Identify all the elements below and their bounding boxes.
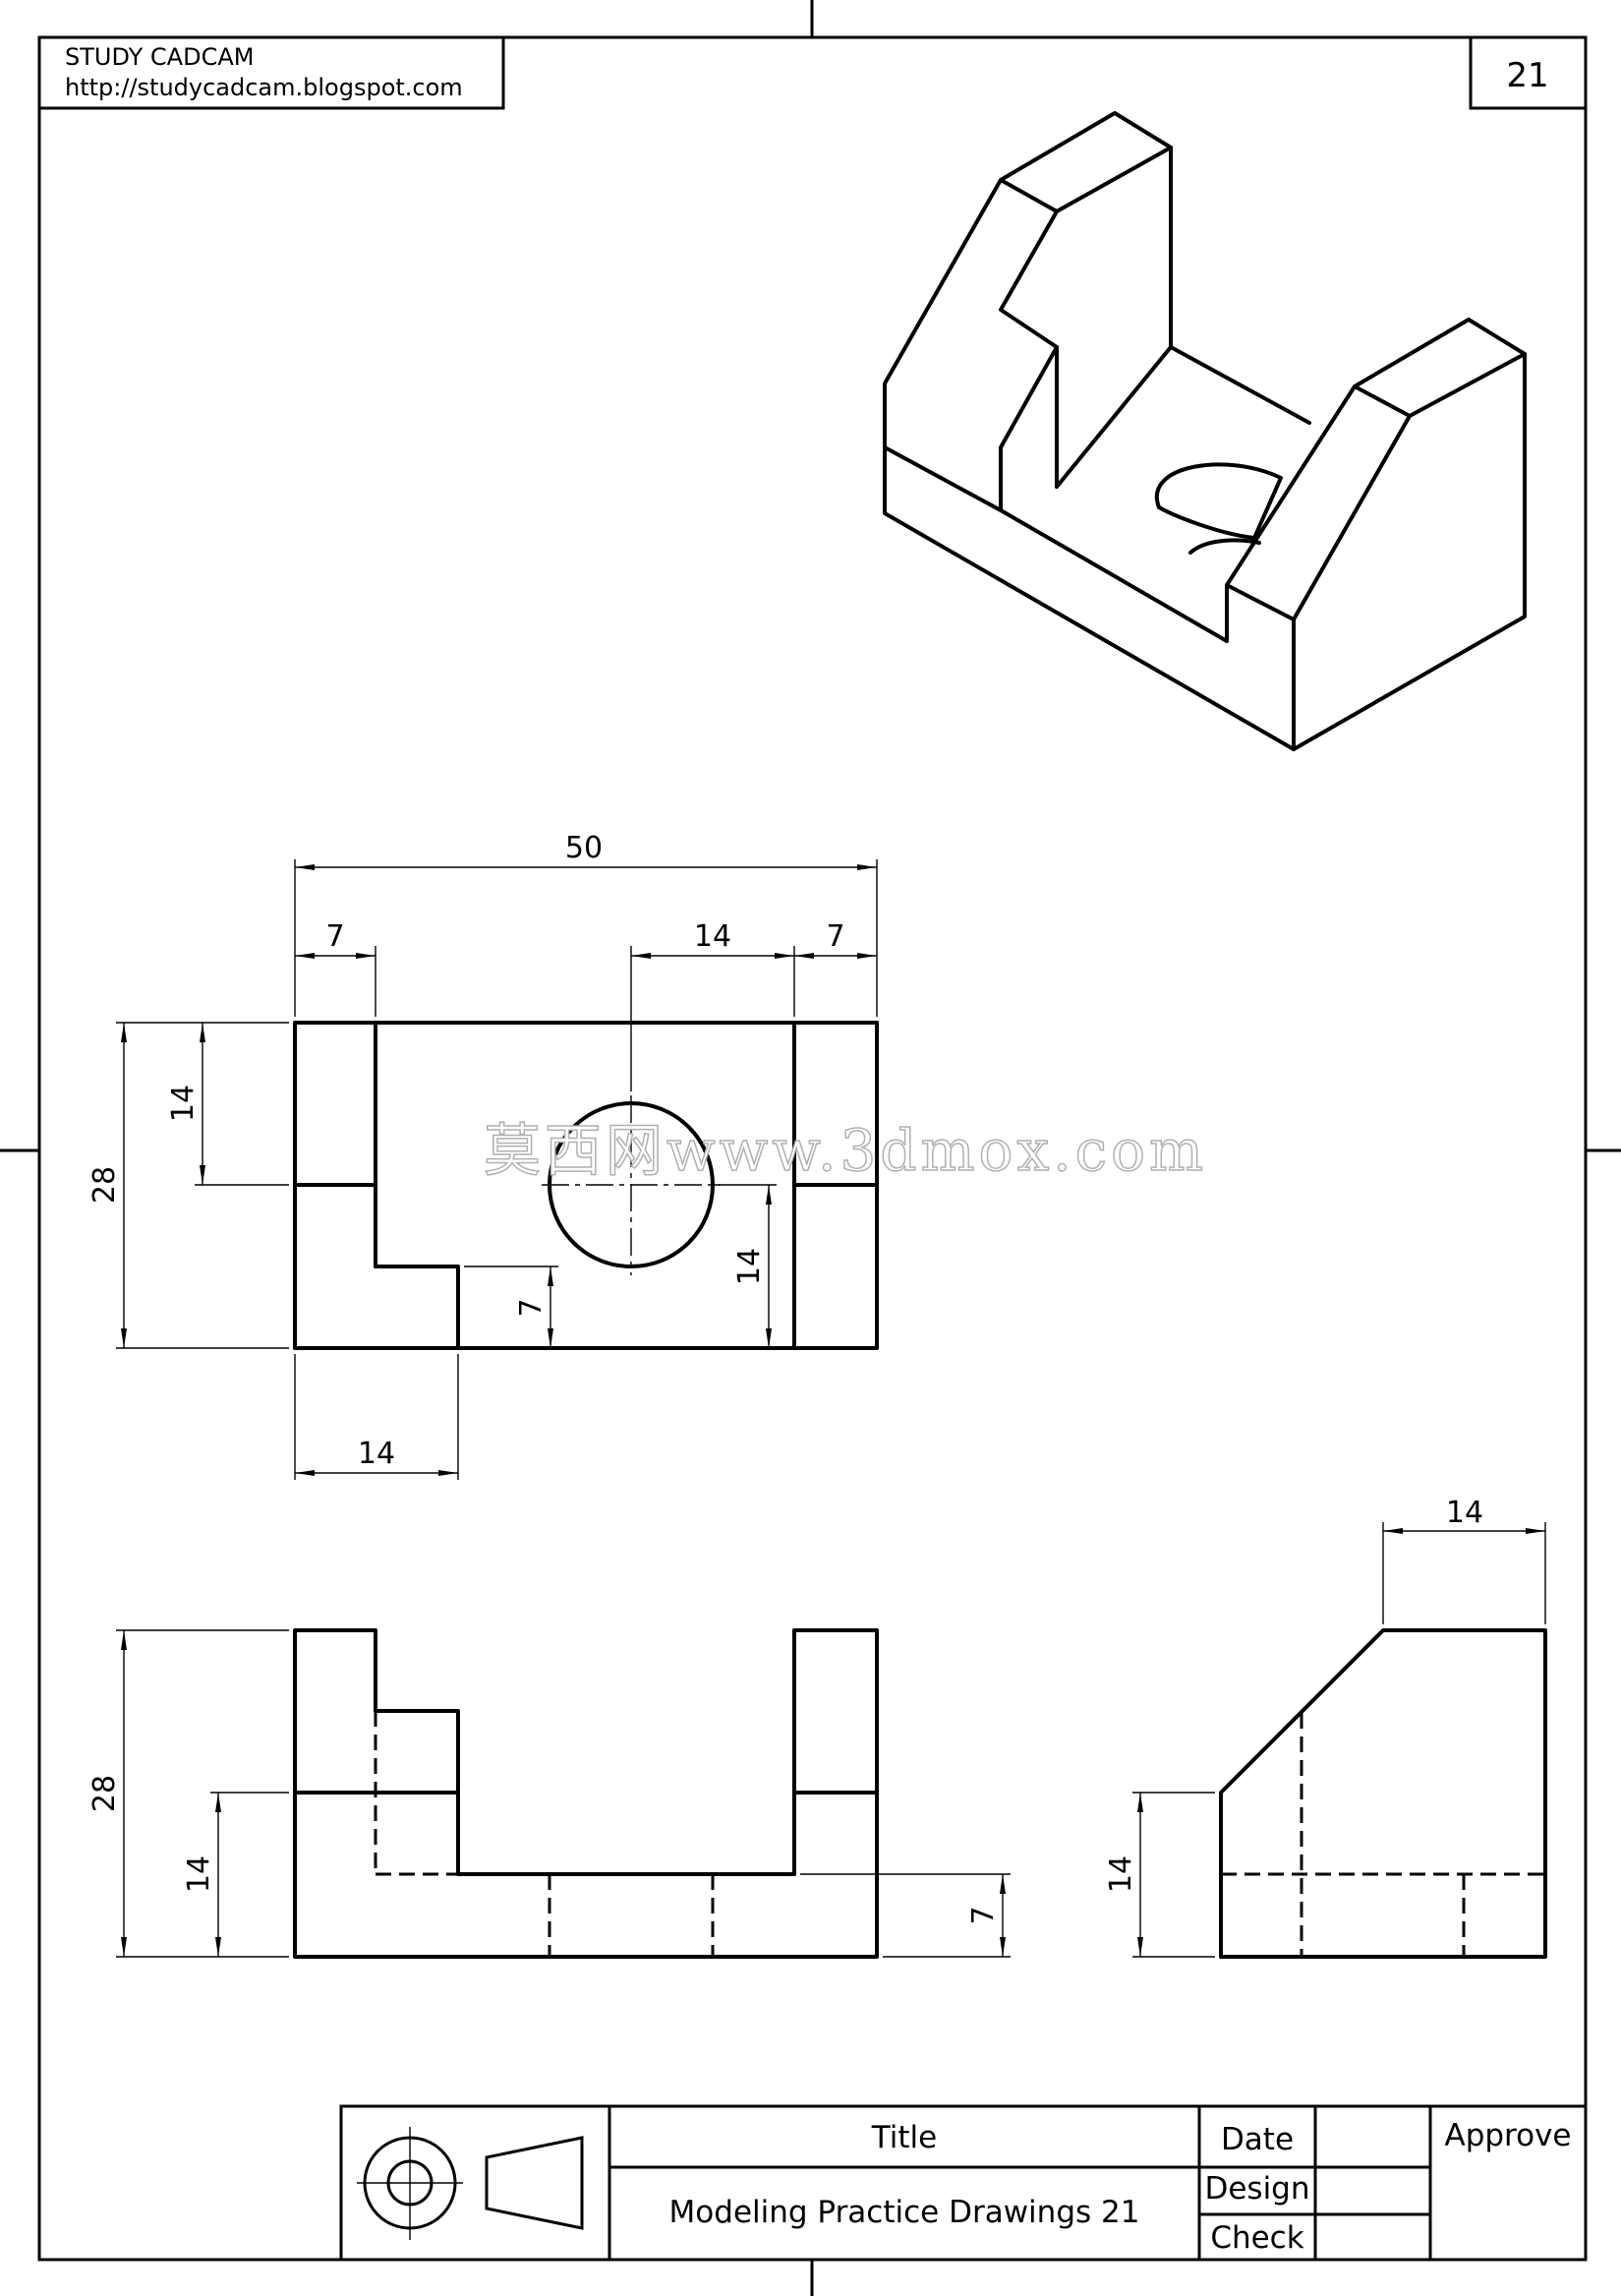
dim-top-step-7: 7 [514,1298,549,1317]
side-view-dimensions: 14 14 [1104,1496,1546,1958]
dim-front-height-14: 14 [182,1855,216,1893]
title-value: Modeling Practice Drawings 21 [669,2195,1140,2230]
top-view-dimensions: 50 7 14 7 28 14 14 7 14 [87,831,878,1480]
top-view [293,1021,879,1350]
sheet-number: 21 [1506,56,1548,95]
approve-label: Approve [1444,2118,1571,2153]
title-block: Title Modeling Practice Drawings 21 Date… [339,2104,1588,2262]
dim-top-hole-14: 14 [694,919,731,954]
dim-side-width-14: 14 [1446,1496,1483,1530]
header-brand: STUDY CADCAM [65,43,254,71]
side-view [1219,1628,1547,1959]
front-view [293,1628,879,1959]
header-url: http://studycadcam.blogspot.com [65,74,463,101]
header-box: STUDY CADCAM http://studycadcam.blogspot… [37,35,505,110]
dim-top-overall-width: 50 [565,831,603,865]
check-label: Check [1210,2220,1303,2256]
dim-side-height-14: 14 [1104,1855,1138,1893]
design-label: Design [1204,2171,1309,2207]
sheet-number-box: 21 [1469,35,1588,110]
dim-top-right-7: 7 [826,919,844,954]
front-view-dimensions: 28 14 7 [87,1629,1011,1958]
title-label: Title [871,2120,937,2155]
dim-front-slot-7: 7 [966,1906,1001,1924]
watermark: 莫西网www.3dmox.com [484,1117,1207,1184]
isometric-view [883,111,1527,751]
date-label: Date [1221,2122,1294,2157]
projection-symbol-icon [357,2127,584,2240]
dim-top-hole-height-14: 14 [732,1248,767,1285]
dim-top-height-28: 28 [87,1166,122,1204]
dim-top-bottom-14: 14 [358,1437,395,1471]
dim-top-left-14: 14 [166,1085,201,1122]
dim-top-left-7: 7 [325,919,344,954]
dim-front-height-28: 28 [87,1775,122,1812]
